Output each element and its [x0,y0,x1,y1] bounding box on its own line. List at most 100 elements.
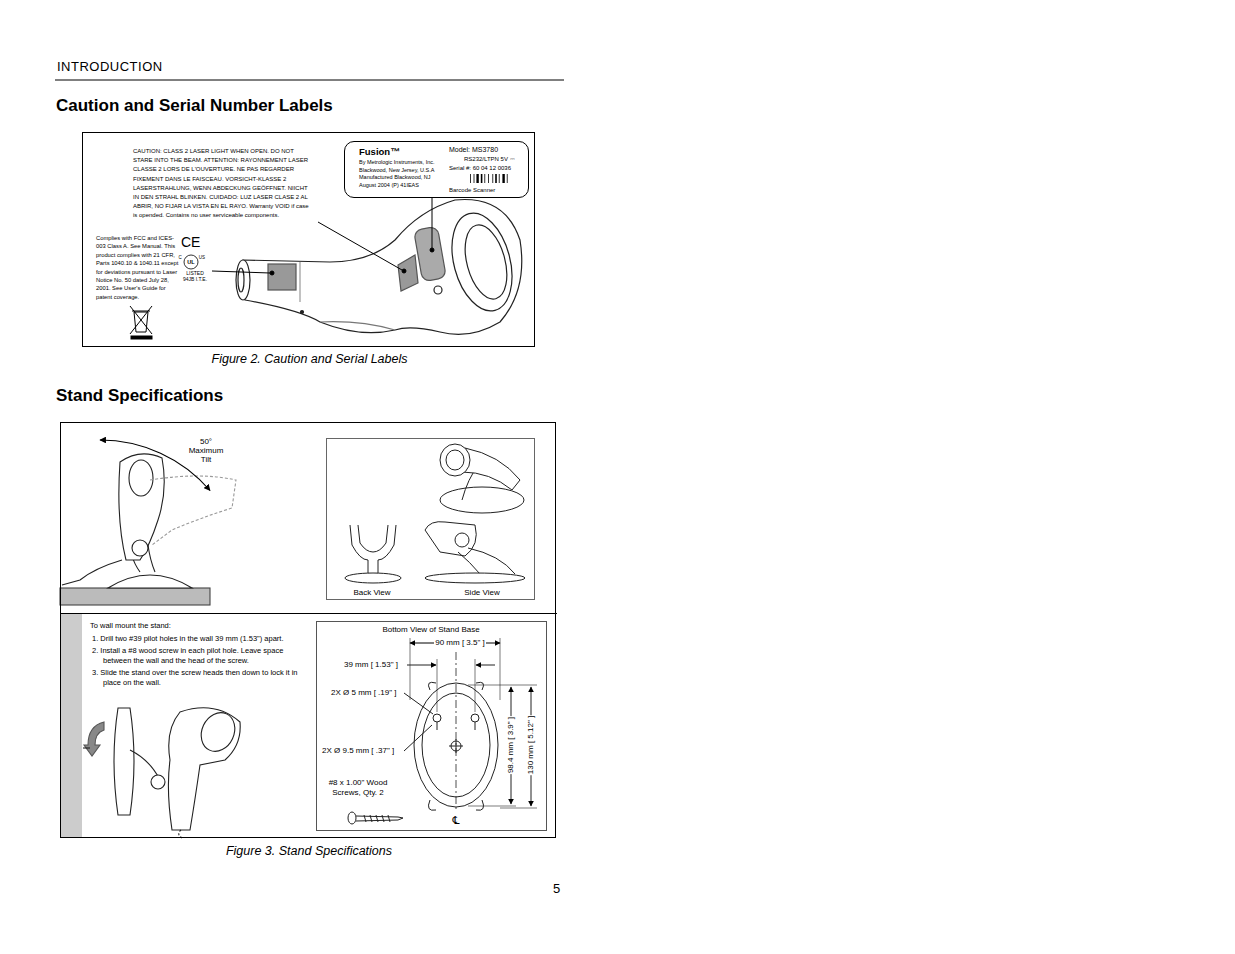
bottom-view-drawing [428,682,483,810]
bottom-view-drawing [404,725,432,751]
bottom-view-drawing [476,665,495,666]
dimension-label: 2X Ø 5 mm [ .19" ] [330,688,398,698]
instruction-step: 2. Install a #8 wood screw in each pilot… [92,646,312,665]
bottom-view-drawing [404,693,433,714]
wall-mount-illustration [151,775,165,789]
leader-lines [432,197,433,248]
panel-title: Bottom View of Stand Base [317,625,545,635]
figure-caption: Figure 3. Stand Specifications [61,844,557,860]
dimension-label: 39 mm [ 1.53" ] [343,660,399,670]
ul-mark-text: UL [187,259,194,266]
figure-frame: Figure 3. Stand Specifications50° Maximu… [60,422,556,838]
wall-mount-illustration [60,613,82,838]
section-heading: Stand Specifications [56,385,223,406]
bottom-view-drawing [456,652,457,812]
stand-views-illustration [358,525,388,552]
dimension-label: 130 mm [ 5.12" ] [526,715,536,775]
scanner-side-illustration [414,226,447,281]
serial-barcode [484,174,486,183]
serial-barcode [502,174,504,183]
stand-views-illustration [350,525,396,574]
tilt-illustration [150,476,236,545]
bottom-view-drawing [500,808,537,809]
stand-views-illustration [468,548,515,574]
serial-barcode [506,174,508,183]
weee-bin-icon [130,306,152,334]
header-rule [55,80,564,81]
tilt-label: 50° Maximum Tilt [186,437,226,464]
stand-views-illustration [462,448,520,490]
dimension-label: 2X Ø 9.5 mm [ .37" ] [321,746,395,756]
view-label: Side View [452,588,512,598]
bottom-view-drawing [456,739,457,753]
scanner-side-illustration [434,286,442,294]
model-text: Model: MS3780 [449,146,524,155]
scanner-side-illustration [320,322,395,330]
caution-text: CAUTION: CLASS 2 LASER LIGHT WHEN OPEN. … [133,147,313,221]
view-label: Back View [342,588,402,598]
stand-views-illustration [458,552,480,574]
bottom-view-drawing [437,722,438,730]
product-name: Fusion™ [359,146,439,158]
dimension-label: 98.4 mm [ 3.9" ] [506,716,516,774]
wall-mount-illustration [195,707,241,757]
wall-mount-illustration [114,708,134,815]
maker-text: By Metrologic Instruments, Inc. Blackwoo… [359,159,447,189]
bottom-view-drawing [356,816,403,821]
interface-text: RS232/LTPN 5V ⎓ [464,156,526,164]
serial-text: Serial #: 60 04 12 0036 [449,165,527,173]
bottom-view-drawing [475,659,476,712]
scanner-side-illustration [442,206,522,317]
bottom-view-drawing [410,638,411,700]
wall-mount-illustration [179,830,182,838]
scanner-side-illustration [243,200,522,335]
bottom-view-drawing [475,722,476,730]
serial-barcode [470,174,472,183]
leader-lines [402,269,406,273]
bottom-view-drawing [468,685,537,686]
scanner-side-illustration [301,311,304,314]
stand-views-illustration [345,444,525,583]
serial-barcode [470,174,508,183]
stand-views-illustration [455,533,469,547]
page-number: 5 [553,881,560,897]
bottom-view-drawing [433,714,441,722]
wall-mount-illustration [168,708,240,830]
centerline-symbol: ℄ [452,814,459,828]
serial-barcode [498,174,500,183]
tilt-illustration [119,454,164,560]
leader-lines [430,248,434,252]
tilt-panel: 50° Maximum Tilt [61,423,326,613]
bottom-view-drawing [414,683,498,807]
stand-views-illustration [446,450,464,470]
compliance-text: Complies with FCC and ICES-003 Class A. … [96,234,182,301]
leader-lines [212,271,270,273]
bottom-view-drawing [407,665,436,666]
serial-barcode [492,174,494,183]
serial-label: Fusion™By Metrologic Instruments, Inc. B… [344,141,529,198]
stand-views-illustration [425,573,525,583]
scanner-side-illustration [398,255,418,291]
ul-mark [184,255,198,269]
product-type: Barcode Scanner [449,187,519,195]
stand-views-illustration [345,573,401,583]
wall-mount-illustration [84,722,104,756]
wall-mount-illustration [83,747,90,748]
bottom-view-drawing [422,693,490,797]
bottom-view-drawing [468,806,516,807]
tilt-illustration [132,540,148,556]
serial-barcode [488,174,490,183]
ul-mark-text: C [178,255,181,261]
serial-barcode [473,174,475,183]
serial-barcode [476,174,478,183]
serial-barcode [481,174,483,183]
serial-barcode [495,174,497,183]
weee-bin-icon [130,306,152,334]
tilt-illustration [108,575,192,588]
scanner-side-illustration [268,264,296,290]
instruction-step: 3. Slide the stand over the screw heads … [92,668,312,687]
page-header: INTRODUCTION [57,59,163,74]
bottom-view-drawing [500,638,501,700]
figure-frame: CAUTION: CLASS 2 LASER LIGHT WHEN OPEN. … [82,132,535,347]
